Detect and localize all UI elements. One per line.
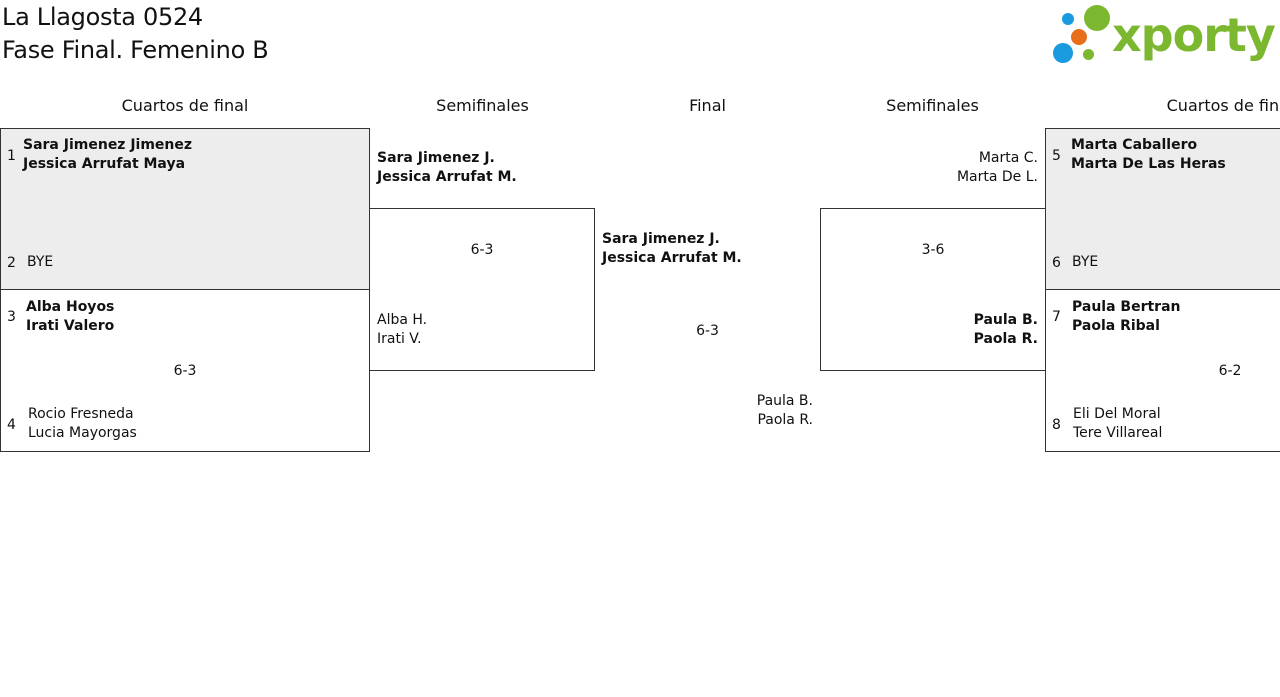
- match-score: 6-3: [696, 323, 719, 339]
- match-score: 6-3: [470, 242, 494, 258]
- seed-number: 6: [1052, 255, 1061, 271]
- player-name: Sara Jimenez J.: [602, 231, 720, 247]
- player-name: Paola R.: [757, 412, 813, 428]
- logo-text: xporty: [1112, 8, 1276, 62]
- player-name: Paula B.: [973, 312, 1038, 328]
- right-quarter-match-2[interactable]: [1045, 289, 1280, 452]
- seed-number: 8: [1052, 417, 1061, 433]
- col-right-semis: Semifinales: [886, 96, 979, 115]
- player-name: Alba H.: [377, 312, 428, 328]
- player-name: Marta De L.: [956, 169, 1038, 185]
- player-name: Paola Ribal: [1072, 318, 1160, 334]
- left-semi-match[interactable]: [369, 208, 595, 371]
- seed-number: 7: [1052, 309, 1061, 325]
- logo-dot-green: [1084, 5, 1110, 31]
- player-name: Sara Jimenez J.: [377, 150, 495, 166]
- player-name: Marta C.: [978, 150, 1038, 166]
- player-name: Eli Del Moral: [1073, 406, 1161, 422]
- seed-number: 1: [7, 148, 16, 164]
- player-name: Irati Valero: [26, 318, 115, 334]
- match-score: 6-3: [173, 363, 197, 379]
- xporty-logo[interactable]: xporty: [1050, 2, 1278, 68]
- player-name: Paula Bertran: [1072, 299, 1181, 315]
- player-name: Jessica Arrufat Maya: [23, 156, 186, 172]
- left-quarter-match-1[interactable]: [0, 128, 370, 290]
- match-score: 6-2: [1218, 363, 1242, 379]
- seed-number: 4: [7, 417, 16, 433]
- right-quarter-match-1[interactable]: [1045, 128, 1280, 290]
- player-name: Rocio Fresneda: [28, 406, 134, 422]
- col-left-semis: Semifinales: [436, 96, 529, 115]
- player-name: BYE: [1072, 254, 1099, 270]
- seed-number: 2: [7, 255, 16, 271]
- logo-dot-orange: [1071, 29, 1087, 45]
- player-name: Marta Caballero: [1071, 137, 1198, 153]
- match-score: 3-6: [921, 242, 945, 258]
- player-name: Irati V.: [377, 331, 422, 347]
- logo-dot-blue: [1053, 43, 1073, 63]
- player-name: Jessica Arrufat M.: [602, 250, 742, 266]
- seed-number: 3: [7, 309, 16, 325]
- seed-number: 5: [1052, 148, 1061, 164]
- player-name: Paula B.: [756, 393, 813, 409]
- player-name: Marta De Las Heras: [1071, 156, 1226, 172]
- page-title: La Llagosta 0524: [2, 3, 203, 31]
- player-name: Lucia Mayorgas: [28, 425, 137, 441]
- logo-dot-green-small: [1083, 49, 1094, 60]
- player-name: Paola R.: [973, 331, 1038, 347]
- player-name: Jessica Arrufat M.: [377, 169, 517, 185]
- logo-dot-blue-small: [1062, 13, 1074, 25]
- col-final: Final: [689, 96, 726, 115]
- player-name: Alba Hoyos: [26, 299, 115, 315]
- page-subtitle: Fase Final. Femenino B: [2, 36, 269, 64]
- col-left-quarters: Cuartos de final: [121, 96, 249, 115]
- player-name: Sara Jimenez Jimenez: [23, 137, 193, 153]
- col-right-quarters: Cuartos de final: [1166, 96, 1280, 115]
- player-name: BYE: [27, 254, 54, 270]
- player-name: Tere Villareal: [1073, 425, 1163, 441]
